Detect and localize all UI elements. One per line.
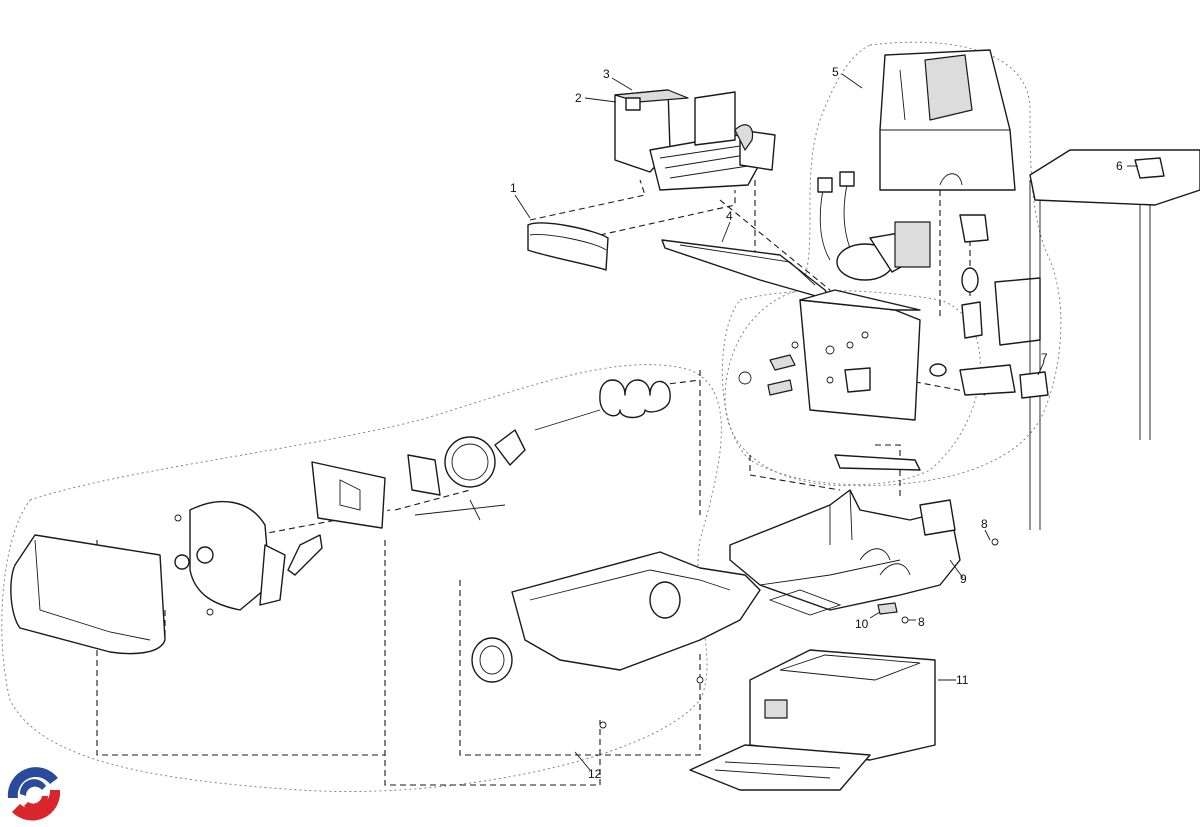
callout-12: 12: [588, 767, 602, 781]
thermostat-part-2: [625, 97, 641, 111]
cap-part-6: [1134, 157, 1165, 179]
callout-6: 6: [1116, 159, 1123, 173]
actuator-bracket: [738, 289, 1049, 471]
callout-7: 7: [1041, 351, 1048, 365]
pad-part-10: [877, 602, 898, 615]
callout-11: 11: [956, 673, 969, 687]
callout-4: 4: [726, 209, 733, 223]
group-outline-5: [724, 41, 1062, 487]
knob-part-7: [1019, 371, 1049, 399]
front-cover-part-1: [527, 222, 609, 271]
base-frame-part-9: [729, 489, 999, 624]
callout-9: 9: [960, 572, 967, 586]
group-outline-12: [1, 364, 722, 792]
callout-5: 5: [832, 65, 839, 79]
ice-bin-part-11: [689, 649, 936, 791]
brand-logo-icon: [7, 767, 61, 821]
callout-2: 2: [575, 91, 582, 105]
dispenser-assembly-part-12: [10, 379, 761, 729]
fill-strip-part-4: [661, 239, 831, 301]
ice-maker-assembly: [614, 89, 776, 191]
motor-housing-part-5: [817, 49, 1041, 346]
fridge-wall: [1029, 149, 1200, 530]
callout-3: 3: [603, 67, 610, 81]
group-outline-actuator: [721, 290, 981, 485]
callout-8b: 8: [918, 615, 925, 629]
callout-8a: 8: [981, 517, 988, 531]
callout-1: 1: [510, 181, 517, 195]
callout-10: 10: [855, 617, 869, 631]
leader-lines: [514, 73, 1138, 771]
